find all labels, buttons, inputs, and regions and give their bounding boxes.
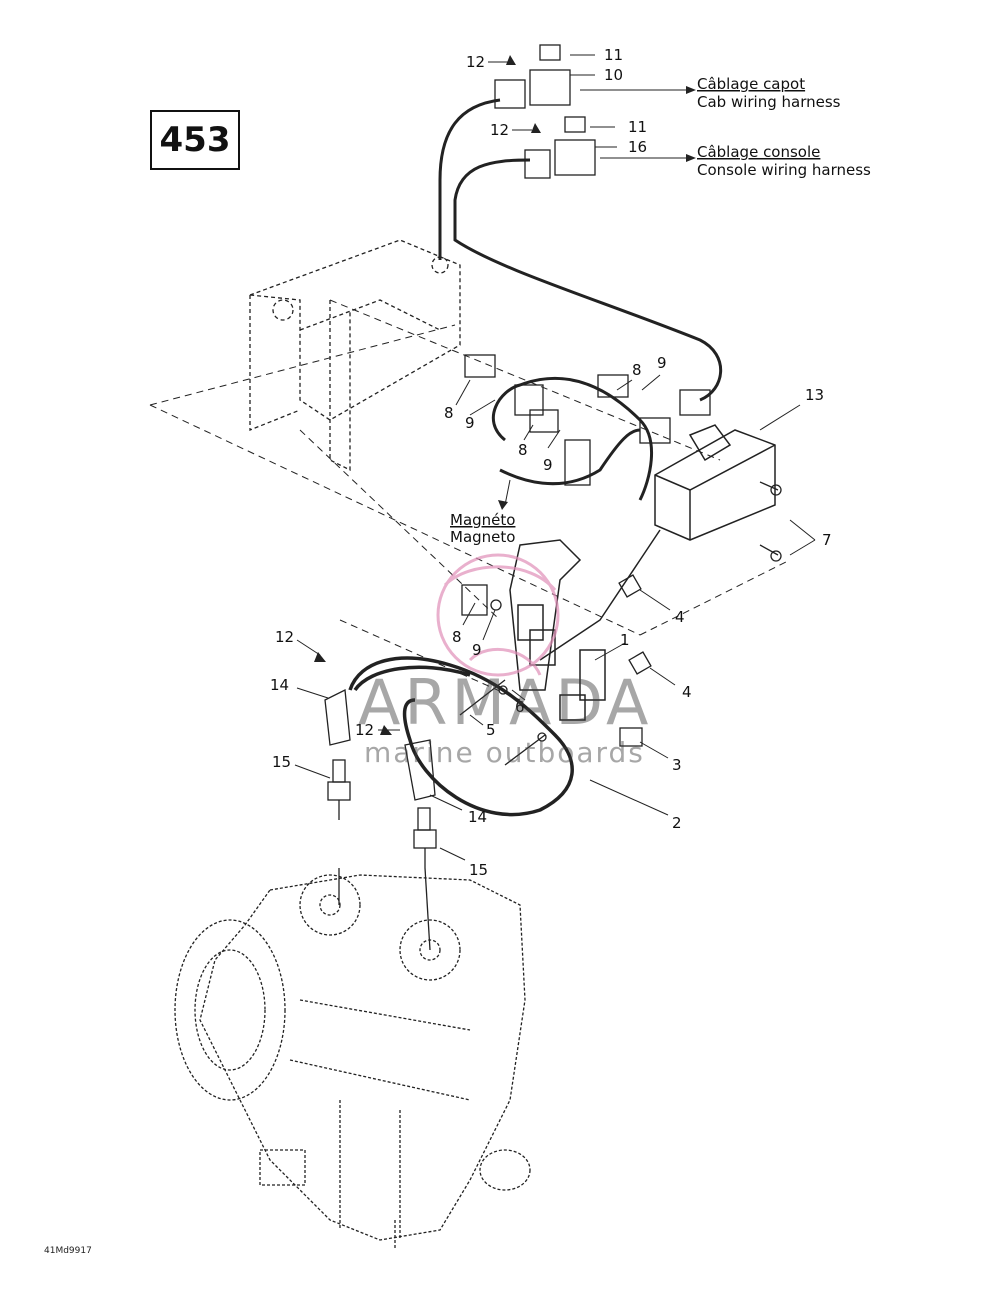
spacers — [618, 574, 652, 675]
cdi-module — [654, 424, 776, 541]
alignment-lines — [149, 299, 791, 701]
callout-5: 5 — [486, 721, 496, 739]
callout-9d: 9 — [472, 641, 482, 659]
console-harness-fr: Câblage console — [697, 143, 820, 161]
callout-4b: 4 — [682, 683, 692, 701]
magneto-connector — [461, 584, 502, 616]
callout-8a: 8 — [444, 404, 454, 422]
callout-15b: 15 — [469, 861, 488, 879]
harness-connectors — [494, 44, 596, 179]
spark-plug-caps — [324, 688, 436, 801]
connector-3 — [619, 727, 643, 747]
ignition-coil — [509, 529, 661, 721]
spark-plug-cables — [348, 656, 574, 817]
watermark-name: ARMADA — [358, 666, 653, 739]
console-harness-en: Console wiring harness — [697, 161, 871, 179]
callout-2: 2 — [672, 814, 682, 832]
arrowheads — [498, 86, 696, 510]
drawing-code: 41Md9917 — [44, 1246, 92, 1256]
callout-8b: 8 — [518, 441, 528, 459]
callout-15a: 15 — [272, 753, 291, 771]
callout-8c: 8 — [632, 361, 642, 379]
callout-8d: 8 — [452, 628, 462, 646]
magneto-en: Magneto — [450, 528, 515, 546]
main-harness — [438, 98, 723, 501]
callout-12a: 12 — [466, 53, 485, 71]
magneto-fr: Magnéto — [450, 511, 515, 529]
callout-7: 7 — [822, 531, 832, 549]
callout-9b: 9 — [543, 456, 553, 474]
mounting-bracket — [249, 239, 461, 472]
cab-harness-fr: Câblage capot — [697, 75, 805, 93]
callout-11b: 11 — [628, 118, 647, 136]
bracket-connectors — [464, 354, 711, 486]
engine — [174, 867, 531, 1250]
callout-12d: 12 — [355, 721, 374, 739]
callout-labels: 12 11 10 12 11 16 8 9 8 9 8 9 13 7 4 1 4… — [270, 46, 832, 879]
callout-13: 13 — [805, 386, 824, 404]
callout-14b: 14 — [468, 808, 487, 826]
callout-10: 10 — [604, 66, 623, 84]
callout-11a: 11 — [604, 46, 623, 64]
clips-12 — [314, 55, 541, 735]
callout-14a: 14 — [270, 676, 289, 694]
callout-3: 3 — [672, 756, 682, 774]
watermark-subtitle: marine outboards — [364, 736, 645, 769]
leader-lines — [294, 54, 816, 861]
cab-harness-en: Cab wiring harness — [697, 93, 841, 111]
callout-9a: 9 — [465, 414, 475, 432]
harness-captions: Câblage capot Cab wiring harness Câblage… — [450, 75, 871, 546]
callout-1: 1 — [620, 631, 630, 649]
spark-plugs — [327, 759, 437, 868]
figure-number: 453 — [150, 110, 240, 170]
screws — [759, 481, 782, 562]
callout-16: 16 — [628, 138, 647, 156]
callout-9c: 9 — [657, 354, 667, 372]
callout-12c: 12 — [275, 628, 294, 646]
callout-6: 6 — [515, 698, 525, 716]
callout-12b: 12 — [490, 121, 509, 139]
callout-4a: 4 — [675, 608, 685, 626]
watermark-logo — [436, 553, 560, 677]
